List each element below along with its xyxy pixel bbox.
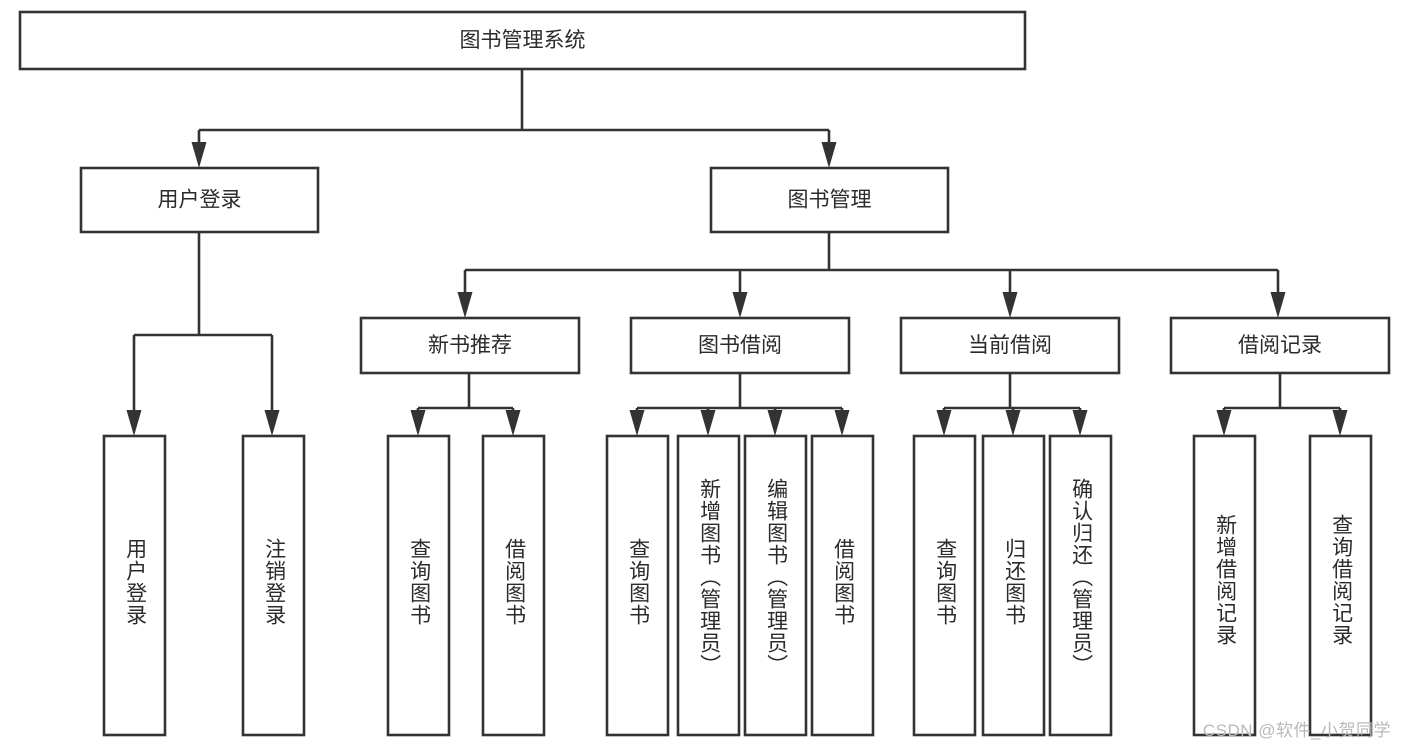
borrow-to-leaf3-arrowhead <box>767 410 783 436</box>
book-manage-to-l3b-arrowhead <box>732 292 748 318</box>
current-to-leaf1-arrowhead <box>936 410 952 436</box>
current-to-leaf2-arrowhead <box>1005 410 1021 436</box>
node-box-leaf-add-book-admin[interactable] <box>676 434 741 737</box>
node-box-borrow-record[interactable] <box>1169 316 1391 375</box>
node-box-book-manage[interactable] <box>709 166 950 234</box>
node-box-new-book-recommend[interactable] <box>359 316 581 375</box>
book-manage-to-l3d-arrowhead <box>1270 292 1286 318</box>
node-box-leaf-user-login[interactable] <box>102 434 167 737</box>
user-login-to-leaf1-arrowhead <box>126 410 142 436</box>
node-label-borrow-record: 借阅记录 <box>1238 334 1322 357</box>
boxes-layer <box>18 10 1391 737</box>
node-box-leaf-return-book[interactable] <box>981 434 1046 737</box>
borrow-to-leaf2-arrowhead <box>700 410 716 436</box>
node-box-root[interactable] <box>18 10 1027 71</box>
node-box-leaf-query-book-current[interactable] <box>912 434 977 737</box>
record-to-leaf2-arrowhead <box>1332 410 1348 436</box>
connectors-layer <box>126 69 1348 436</box>
node-box-leaf-query-borrow-record[interactable] <box>1308 434 1373 737</box>
book-manage-to-l3a-arrowhead <box>457 292 473 318</box>
borrow-to-leaf1-arrowhead <box>629 410 645 436</box>
node-box-leaf-confirm-return-admin[interactable] <box>1048 434 1113 737</box>
current-to-leaf3-arrowhead <box>1072 410 1088 436</box>
record-to-leaf1-arrowhead <box>1216 410 1232 436</box>
node-label-new-book-recommend: 新书推荐 <box>428 334 512 357</box>
recommend-to-leaf1-arrowhead <box>410 410 426 436</box>
node-box-current-borrow[interactable] <box>899 316 1121 375</box>
node-box-leaf-borrow-book[interactable] <box>810 434 875 737</box>
node-label-user-login: 用户登录 <box>158 189 242 212</box>
node-box-leaf-user-logout[interactable] <box>241 434 306 737</box>
node-label-root: 图书管理系统 <box>460 29 586 52</box>
recommend-to-leaf2-arrowhead <box>505 410 521 436</box>
root-to-user-login-arrowhead <box>191 142 207 168</box>
node-box-leaf-query-book-recommend[interactable] <box>386 434 451 737</box>
user-login-to-leaf2-arrowhead <box>264 410 280 436</box>
node-box-leaf-add-borrow-record[interactable] <box>1192 434 1257 737</box>
node-box-user-login[interactable] <box>79 166 320 234</box>
node-label-book-manage: 图书管理 <box>788 189 872 212</box>
node-box-leaf-borrow-book-recommend[interactable] <box>481 434 546 737</box>
borrow-to-leaf4-arrowhead <box>834 410 850 436</box>
node-box-leaf-edit-book-admin[interactable] <box>743 434 808 737</box>
book-manage-to-l3c-arrowhead <box>1002 292 1018 318</box>
node-label-current-borrow: 当前借阅 <box>968 334 1052 357</box>
node-box-book-borrow[interactable] <box>629 316 851 375</box>
node-box-leaf-query-book-borrow[interactable] <box>605 434 670 737</box>
root-to-book-manage-arrowhead <box>821 142 837 168</box>
node-label-book-borrow: 图书借阅 <box>698 334 782 357</box>
